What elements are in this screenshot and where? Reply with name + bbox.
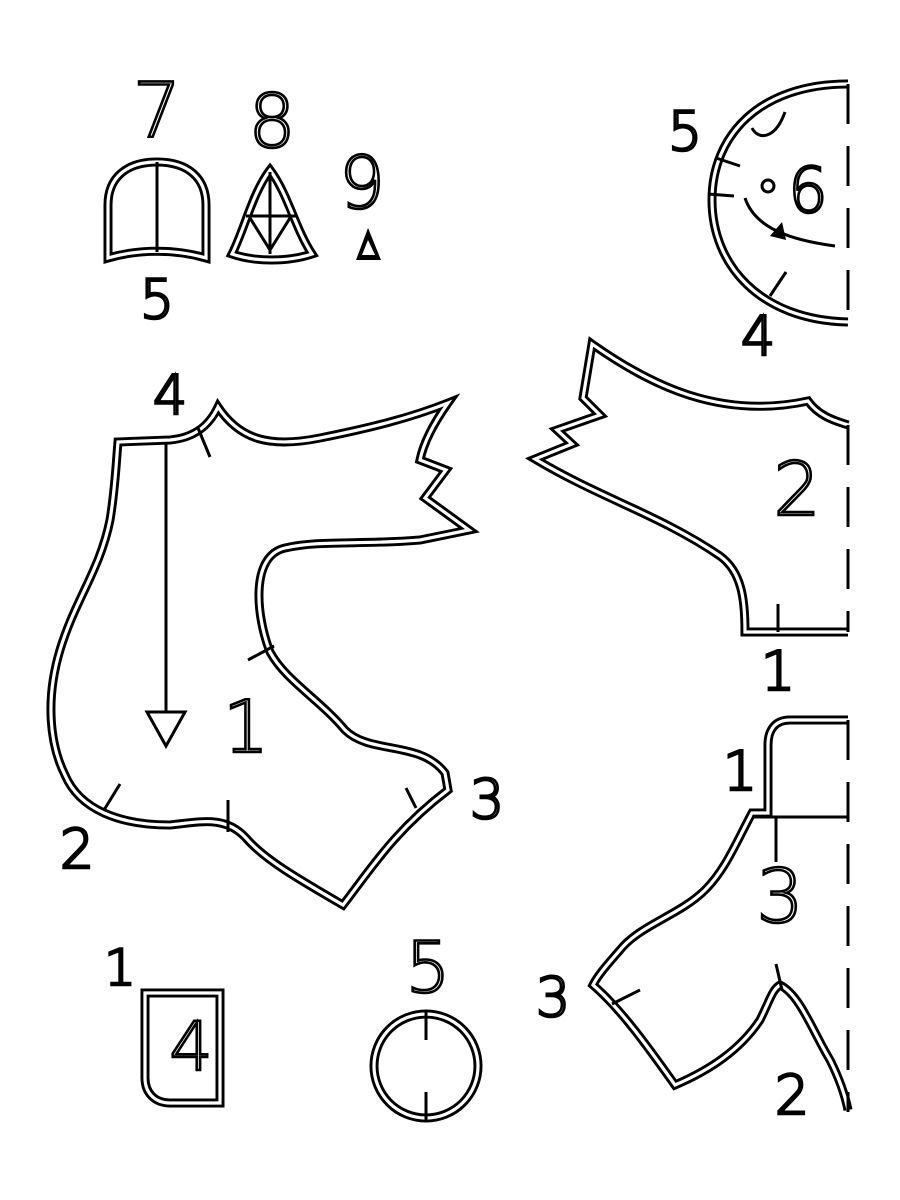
join-label-4: 4 — [741, 305, 775, 368]
pattern-piece-8: 8 — [225, 78, 319, 265]
piece-number-3: 3 — [756, 854, 803, 940]
piece-number-6: 6 — [788, 154, 827, 227]
join-label-1: 1 — [104, 939, 136, 997]
pattern-piece-1: 1 4 2 3 — [46, 363, 505, 911]
pattern-piece-6: 6 5 4 — [667, 79, 850, 369]
join-label-1: 1 — [723, 740, 757, 803]
pattern-piece-7: 7 5 — [103, 65, 211, 332]
join-label-5: 5 — [140, 268, 174, 331]
piece-number-4: 4 — [169, 1008, 212, 1087]
piece-number-8: 8 — [248, 79, 295, 165]
join-label-2: 2 — [60, 818, 94, 881]
pattern-piece-2: 2 1 — [524, 336, 850, 704]
pattern-piece-3: 3 1 3 2 — [535, 715, 853, 1128]
piece-number-5: 5 — [406, 927, 451, 1009]
join-label-4: 4 — [153, 364, 187, 427]
join-label-5: 5 — [668, 100, 702, 163]
piece-number-7: 7 — [133, 66, 181, 155]
join-label-3: 3 — [470, 768, 504, 831]
piece-number-2: 2 — [773, 447, 820, 533]
piece-number-9: 9 — [339, 141, 385, 225]
join-label-3: 3 — [536, 966, 570, 1029]
pattern-piece-9: 9 — [338, 140, 386, 260]
pattern-piece-5: 5 — [369, 926, 483, 1123]
join-label-2: 2 — [775, 1064, 809, 1127]
join-label-1: 1 — [761, 640, 795, 703]
pattern-piece-4: 4 1 — [103, 938, 225, 1108]
piece-number-1: 1 — [223, 685, 269, 769]
